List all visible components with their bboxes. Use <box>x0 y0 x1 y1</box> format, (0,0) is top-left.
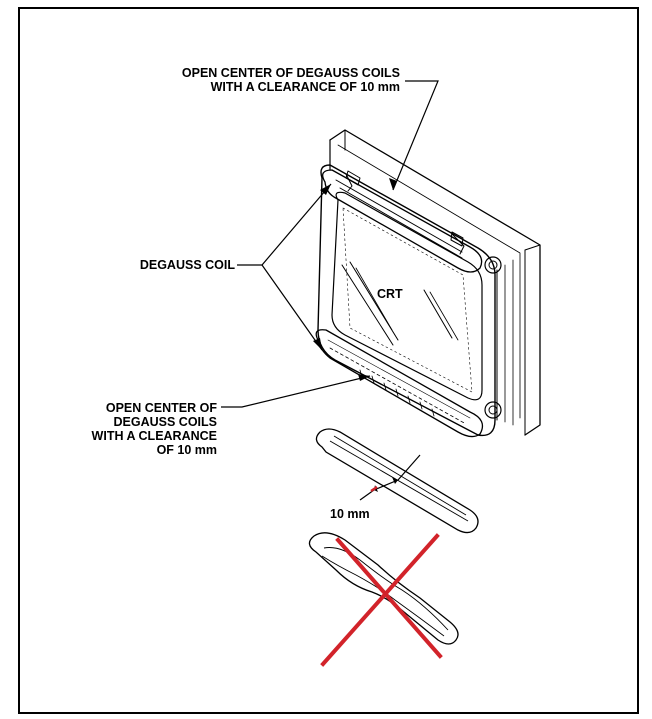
crt-frame <box>317 164 496 437</box>
diagram-frame <box>18 7 639 714</box>
top-callout-line-1: OPEN CENTER OF DEGAUSS COILS <box>181 66 400 80</box>
degauss-coil-label: DEGAUSS COIL <box>139 258 235 272</box>
bottom-callout-leader <box>221 375 371 408</box>
degauss-coil-leader-upper <box>237 183 332 266</box>
mounting-bolt-icon <box>484 401 502 419</box>
bottom-callout-label: OPEN CENTER OF DEGAUSS COILS WITH A CLEA… <box>30 401 217 457</box>
top-degauss-coil <box>322 169 483 273</box>
top-callout-leader <box>392 80 439 191</box>
twisted-coil-loop-icon <box>308 532 459 645</box>
top-callout-label: OPEN CENTER OF DEGAUSS COILS WITH A CLEA… <box>88 66 400 94</box>
bottom-callout-line-2: DEGAUSS COILS <box>113 415 218 429</box>
dimension-marker <box>359 454 421 501</box>
bottom-callout-line-3: WITH A CLEARANCE <box>91 429 217 443</box>
bottom-callout-line-1: OPEN CENTER OF <box>105 401 217 415</box>
crt-screen <box>331 191 483 401</box>
crt-rear-housing <box>329 129 541 436</box>
crt-assembly <box>315 129 541 438</box>
bottom-callout-line-4: OF 10 mm <box>156 443 217 457</box>
degauss-coil-leader-lower <box>261 264 323 351</box>
leader-lines <box>221 80 439 408</box>
red-x-mark-icon <box>320 533 443 667</box>
top-callout-line-2: WITH A CLEARANCE OF 10 mm <box>210 80 400 94</box>
dimension-label: 10 mm <box>330 507 370 521</box>
bottom-degauss-coil <box>315 329 484 438</box>
open-coil-loop-icon <box>315 428 479 534</box>
mounting-bolt-icon <box>484 256 502 274</box>
crt-label: CRT <box>377 287 403 301</box>
